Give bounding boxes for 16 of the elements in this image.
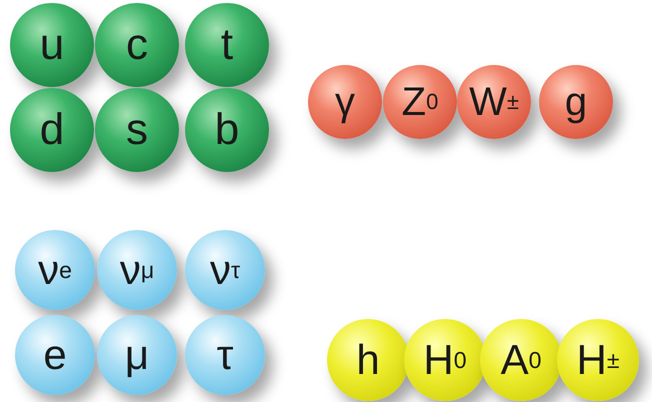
particle-ball: h [327,319,409,401]
particle-ball: s [95,88,179,172]
particle-ball: γ [308,65,382,139]
particle-ball: b [185,88,269,172]
particle-ball: u [10,3,94,87]
particle-ball: H$^{±}$ [557,319,639,401]
particle-ball: Z$^{0}$ [383,65,457,139]
particle-ball: τ [185,315,265,395]
particle-ball: A$^{0}$ [480,319,562,401]
particle-ball: c [95,3,179,87]
particle-ball: t [185,3,269,87]
particle-ball: μ [97,315,177,395]
particle-ball: d [10,88,94,172]
particle-ball: e [15,315,95,395]
particle-ball: W$^{±}$ [457,65,531,139]
particle-ball: g [539,65,613,139]
